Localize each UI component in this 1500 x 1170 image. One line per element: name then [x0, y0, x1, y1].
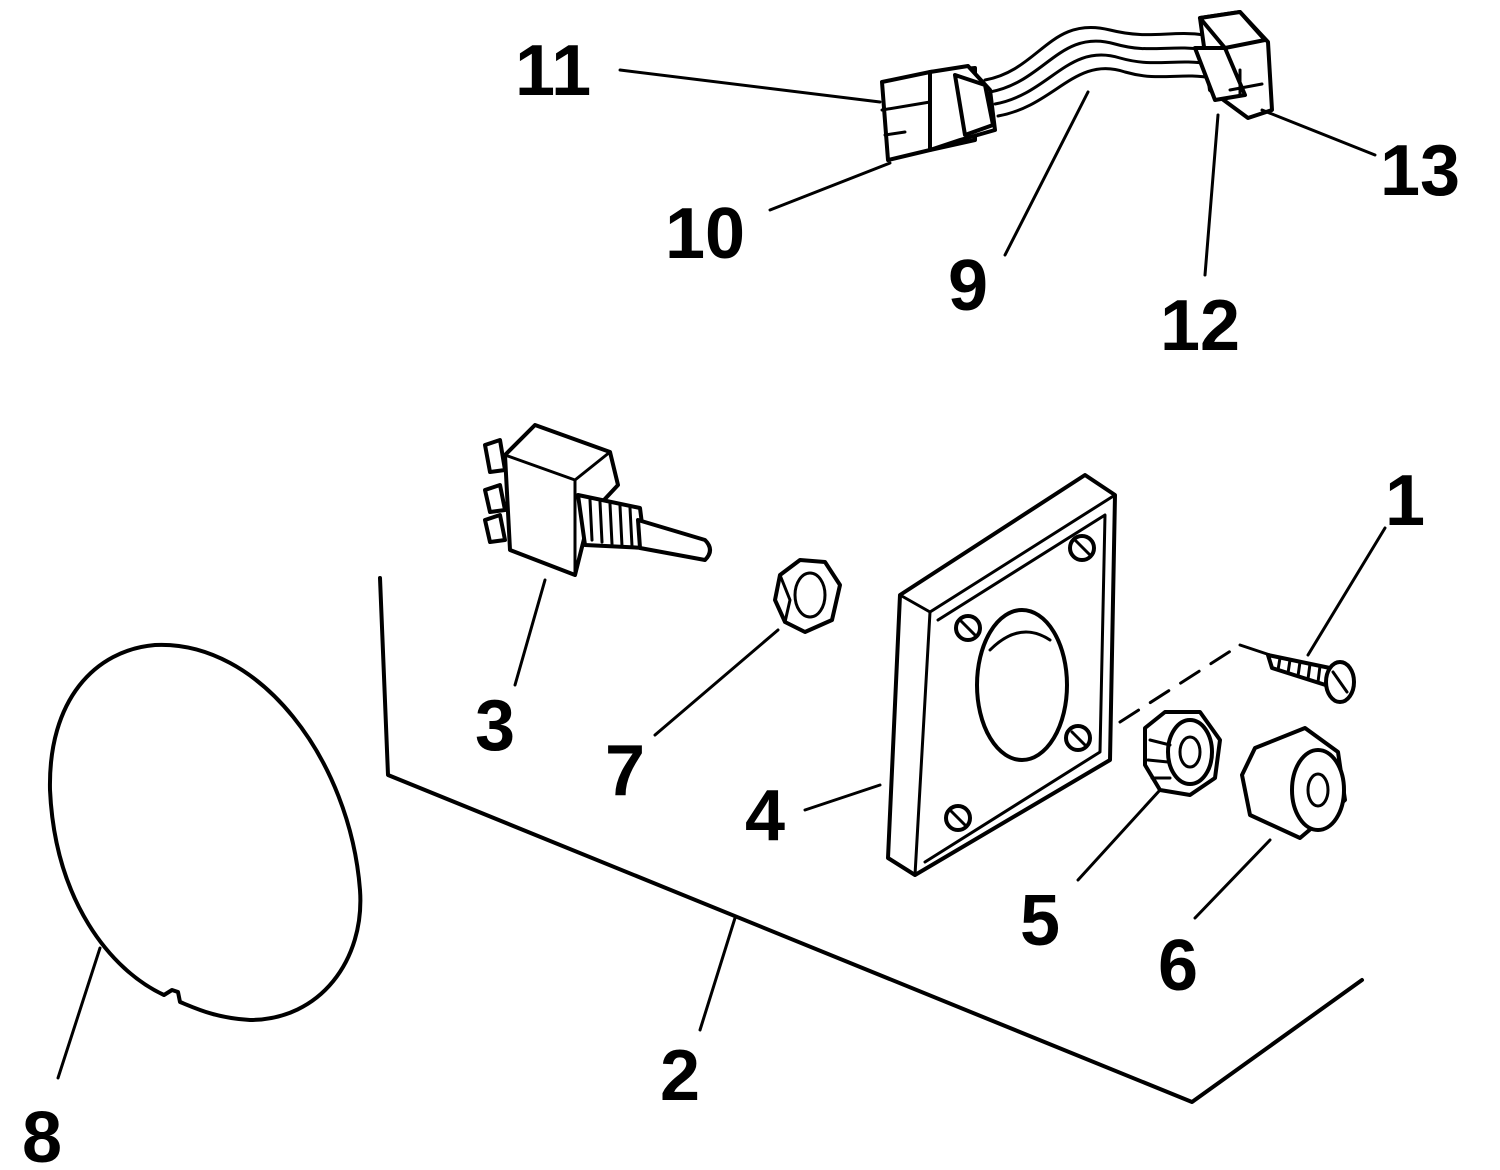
- boot-nut: [1143, 710, 1222, 797]
- callout-5: 5: [1020, 881, 1060, 961]
- left-connector: [880, 64, 997, 162]
- callout-7: 7: [605, 731, 645, 811]
- callout-4: 4: [745, 776, 785, 856]
- callout-10: 10: [665, 194, 745, 274]
- callout-1: 1: [1385, 461, 1425, 541]
- callout-8: 8: [22, 1098, 62, 1170]
- leader-lines: [56, 68, 1387, 1080]
- callout-6: 6: [1158, 926, 1198, 1006]
- callout-13: 13: [1380, 131, 1460, 211]
- mounting-panel-outline: [378, 576, 1364, 1104]
- hex-nut: [773, 558, 842, 634]
- callouts: 1 2 3 4 5 6 7 8 9 10 11 12 13: [22, 31, 1460, 1170]
- switch-cap: [1240, 726, 1347, 840]
- callout-12: 12: [1160, 286, 1240, 366]
- gasket: [47, 642, 363, 1022]
- toggle-switch: [483, 423, 712, 577]
- right-connector: [1193, 10, 1274, 120]
- screw: [1118, 643, 1356, 724]
- callout-3: 3: [475, 686, 515, 766]
- wiring-harness: [880, 10, 1274, 162]
- callout-11: 11: [515, 31, 591, 111]
- callout-9: 9: [948, 246, 988, 326]
- callout-2: 2: [660, 1036, 700, 1116]
- mounting-plate: [886, 473, 1117, 877]
